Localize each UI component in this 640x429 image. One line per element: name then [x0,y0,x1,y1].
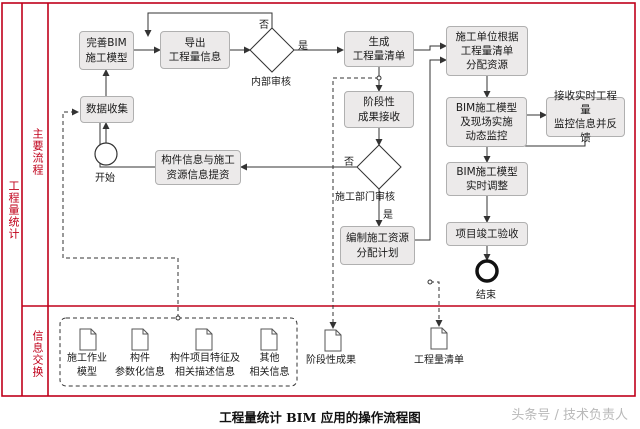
generate-list-box: 生成 工程量清单 [344,31,414,67]
data-collection-box: 数据收集 [80,96,134,123]
doc-feature-desc: 构件项目特征及 相关描述信息 [170,353,240,378]
swimlane-outer-label: 工程量统计 [7,180,20,240]
swimlane-frame [1,2,636,397]
phase-result-box: 阶段性 成果接收 [344,91,414,128]
internal-review-label: 内部审核 [251,77,291,88]
allocate-resources-box: 施工单位根据 工程量清单 分配资源 [446,26,528,76]
start-label: 开始 [95,173,115,184]
perfect-bim-box: 完善BIM 施工模型 [79,31,134,70]
figure-caption: 工程量统计 BIM 应用的操作流程图 [219,410,421,425]
doc-qty-list: 工程量清单 [414,355,464,366]
realtime-feedback-box: 接收实时工程量 监控信息并反馈 [546,90,625,144]
edge-yes-label: 是 [298,41,308,52]
start-node [94,142,118,166]
bim-adjust-box: BIM施工模型 实时调整 [446,162,528,196]
doc-other-info: 其他 相关信息 [249,353,290,378]
component-info-box: 构件信息与施工 资源信息提资 [155,150,241,185]
edge-no-label: 否 [344,157,354,168]
document-icons [79,327,448,352]
edge-yes-label: 是 [383,210,393,221]
doc-phase-results: 阶段性成果 [306,355,356,366]
watermark: 头条号 / 技术负责人 [511,408,628,423]
compile-plan-box: 编制施工资源 分配计划 [340,226,415,265]
doc-construction-model: 施工作业 模型 [67,353,107,378]
doc-component-params: 构件 参数化信息 [115,353,165,378]
acceptance-box: 项目竣工验收 [446,222,528,246]
internal-review-diamond [249,27,295,73]
swimlane-info-label: 信息交换 [31,330,44,378]
swimlane-main-label: 主要流程 [31,128,44,176]
bim-monitor-box: BIM施工模型 及现场实施 动态监控 [446,97,527,147]
end-label: 结束 [476,290,496,301]
end-node [475,259,499,283]
dept-review-diamond [356,144,402,190]
export-qty-box: 导出 工程量信息 [160,31,230,69]
edge-no-label: 否 [259,20,269,31]
dept-review-label: 施工部门审核 [335,192,395,203]
